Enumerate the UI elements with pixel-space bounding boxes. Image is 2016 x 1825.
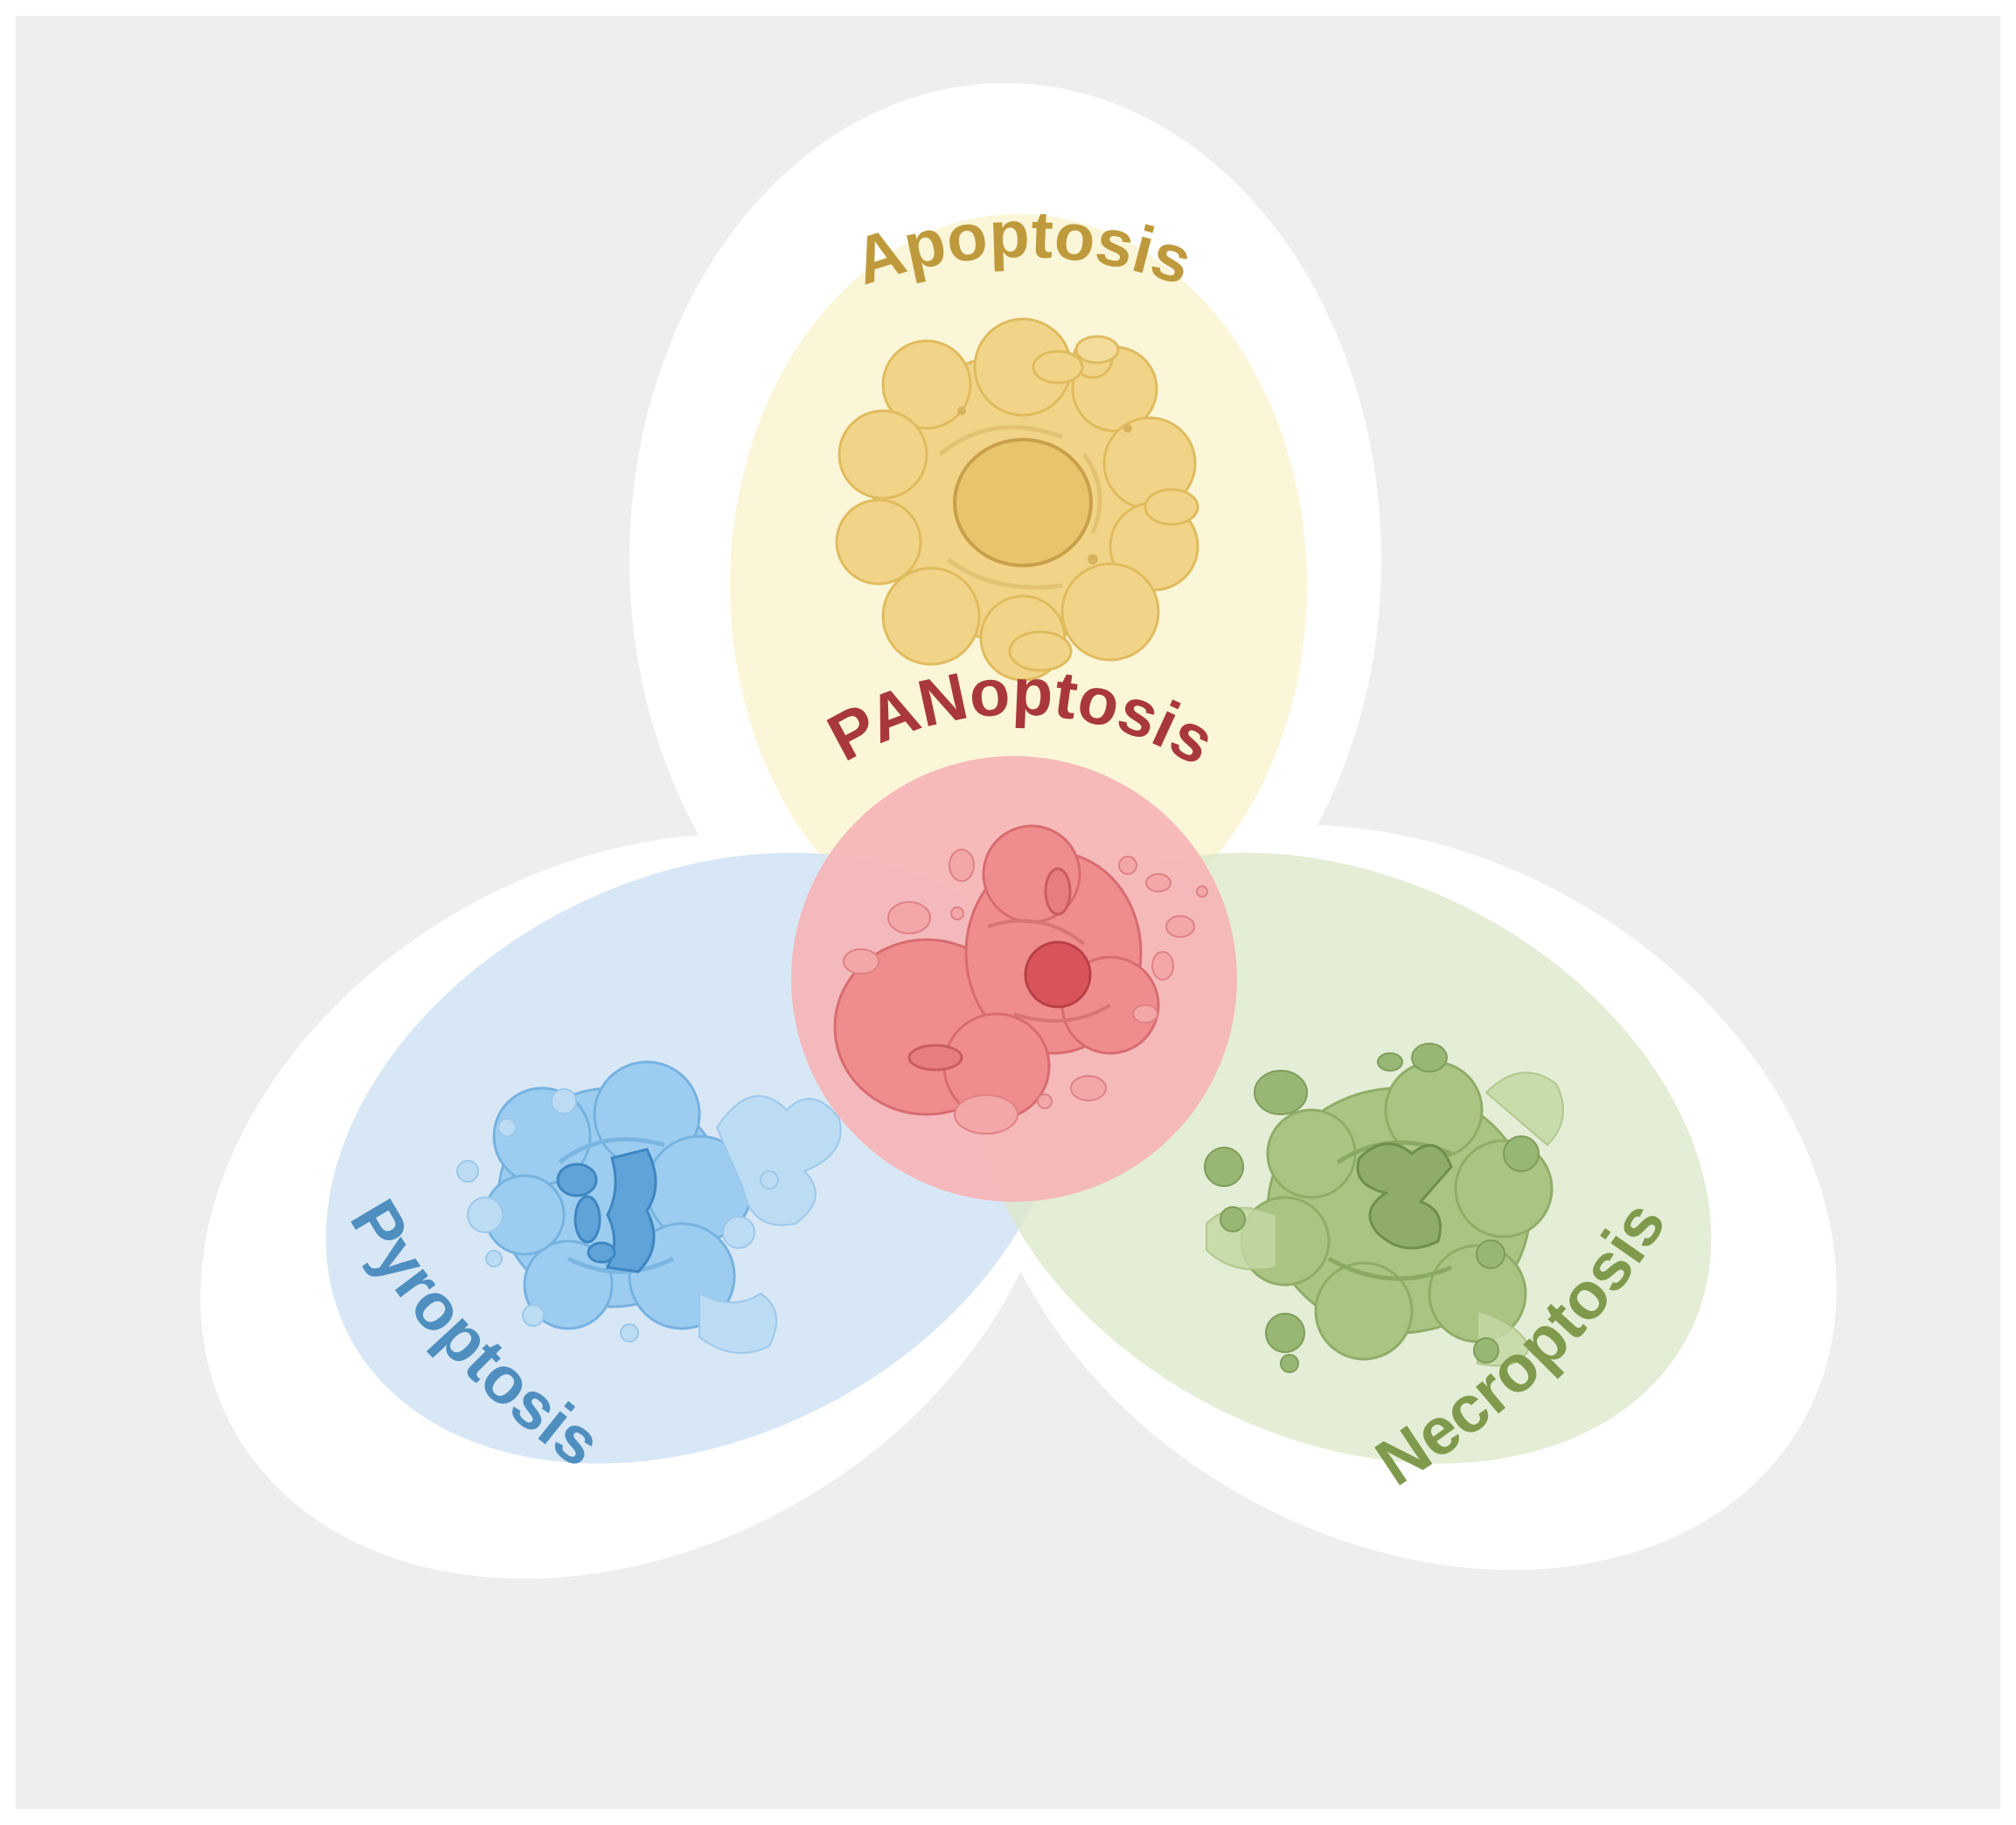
panoptotic-cell [833, 824, 1208, 1135]
apoptotic-cell [835, 317, 1199, 682]
necroptotic-cell [1204, 1043, 1564, 1373]
pyroptotic-cell [456, 1060, 842, 1354]
